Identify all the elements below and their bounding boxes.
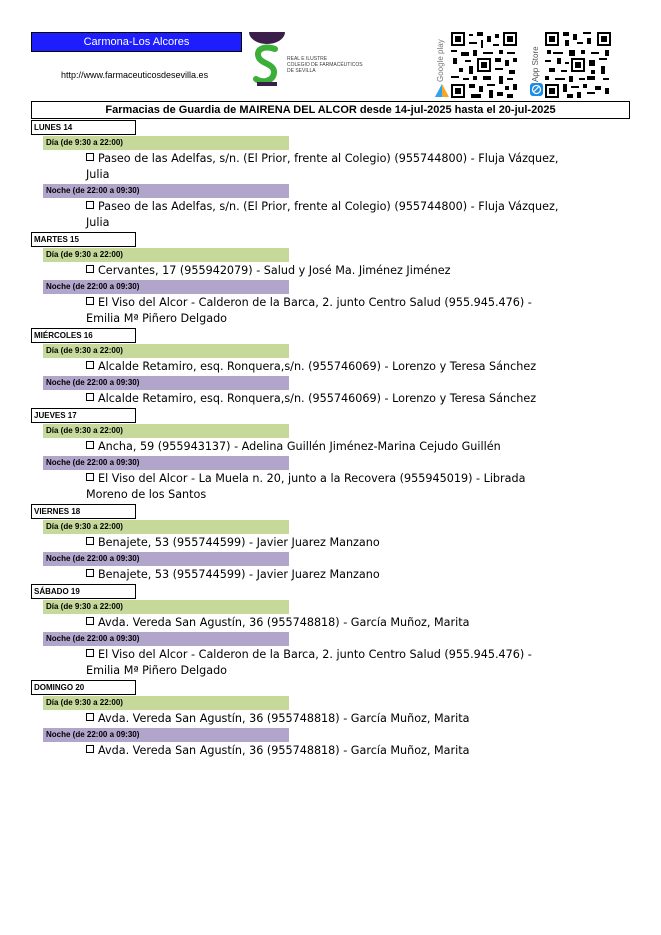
checkbox-icon [86,473,94,481]
day-label: VIERNES 18 [31,504,136,519]
pharmacy-entry: El Viso del Alcor - Calderon de la Barca… [86,296,532,325]
checkbox-icon [86,649,94,657]
day-block: SÁBADO 19 Día (de 9:30 a 22:00) Avda. Ve… [31,584,631,679]
checkbox-icon [86,745,94,753]
night-shift-label: Noche (de 22:00 a 09:30) [43,280,289,294]
checkbox-icon [86,617,94,625]
pharmacy-entry: Paseo de las Adelfas, s/n. (El Prior, fr… [86,152,559,181]
page-title: Farmacias de Guardia de MAIRENA DEL ALCO… [31,101,630,119]
night-shift-label: Noche (de 22:00 a 09:30) [43,728,289,742]
checkbox-icon [86,537,94,545]
day-block: MARTES 15 Día (de 9:30 a 22:00) Cervante… [31,232,631,327]
checkbox-icon [86,713,94,721]
zone-label: Carmona-Los Alcores [31,32,242,52]
day-shift-label: Día (de 9:30 a 22:00) [43,136,289,150]
pharmacy-entry: Avda. Vereda San Agustín, 36 (955748818)… [86,614,566,631]
google-play-label: Google play [436,39,445,82]
night-shift: Noche (de 22:00 a 09:30) El Viso del Alc… [43,456,631,503]
day-block: LUNES 14 Día (de 9:30 a 22:00) Paseo de … [31,120,631,231]
day-label: LUNES 14 [31,120,136,135]
pharmacy-entry: Cervantes, 17 (955942079) - Salud y José… [86,262,566,279]
website-link[interactable]: http://www.farmaceuticosdesevilla.es [61,70,209,80]
day-shift: Día (de 9:30 a 22:00) Ancha, 59 (9559431… [43,424,631,455]
night-shift: Noche (de 22:00 a 09:30) Benajete, 53 (9… [43,552,631,583]
pharmacy-entry: El Viso del Alcor - La Muela n. 20, junt… [86,472,526,501]
checkbox-icon [86,265,94,273]
pharmacy-entry: Alcalde Retamiro, esq. Ronquera,s/n. (95… [86,358,566,375]
checkbox-icon [86,153,94,161]
night-shift-label: Noche (de 22:00 a 09:30) [43,632,289,646]
day-shift-label: Día (de 9:30 a 22:00) [43,248,289,262]
day-shift: Día (de 9:30 a 22:00) Benajete, 53 (9557… [43,520,631,551]
night-shift: Noche (de 22:00 a 09:30) Alcalde Retamir… [43,376,631,407]
google-play-icon[interactable] [435,84,449,97]
app-store-qr-icon[interactable] [545,32,611,98]
night-shift-label: Noche (de 22:00 a 09:30) [43,184,289,198]
day-block: JUEVES 17 Día (de 9:30 a 22:00) Ancha, 5… [31,408,631,503]
college-logo-icon [249,32,285,86]
checkbox-icon [86,393,94,401]
night-shift: Noche (de 22:00 a 09:30) El Viso del Alc… [43,280,631,327]
day-label: DOMINGO 20 [31,680,136,695]
pharmacy-entry: Benajete, 53 (955744599) - Javier Juarez… [86,566,566,583]
day-shift: Día (de 9:30 a 22:00) Alcalde Retamiro, … [43,344,631,375]
day-label: JUEVES 17 [31,408,136,423]
day-label: MARTES 15 [31,232,136,247]
app-store-label: App Store [531,46,540,82]
pharmacy-entry: Alcalde Retamiro, esq. Ronquera,s/n. (95… [86,390,566,407]
google-play-qr-icon[interactable] [451,32,517,98]
day-block: MIÉRCOLES 16 Día (de 9:30 a 22:00) Alcal… [31,328,631,407]
day-block: VIERNES 18 Día (de 9:30 a 22:00) Benajet… [31,504,631,583]
day-shift-label: Día (de 9:30 a 22:00) [43,600,289,614]
checkbox-icon [86,361,94,369]
checkbox-icon [86,297,94,305]
pharmacy-entry: El Viso del Alcor - Calderon de la Barca… [86,648,532,677]
night-shift-label: Noche (de 22:00 a 09:30) [43,376,289,390]
night-shift: Noche (de 22:00 a 09:30) Paseo de las Ad… [43,184,631,231]
night-shift-label: Noche (de 22:00 a 09:30) [43,552,289,566]
duty-schedule: LUNES 14 Día (de 9:30 a 22:00) Paseo de … [31,119,631,759]
day-shift: Día (de 9:30 a 22:00) Cervantes, 17 (955… [43,248,631,279]
day-shift: Día (de 9:30 a 22:00) Avda. Vereda San A… [43,600,631,631]
night-shift: Noche (de 22:00 a 09:30) Avda. Vereda Sa… [43,728,631,759]
pharmacy-entry: Avda. Vereda San Agustín, 36 (955748818)… [86,710,566,727]
day-label: MIÉRCOLES 16 [31,328,136,343]
pharmacy-entry: Avda. Vereda San Agustín, 36 (955748818)… [86,742,566,759]
day-shift-label: Día (de 9:30 a 22:00) [43,696,289,710]
day-block: DOMINGO 20 Día (de 9:30 a 22:00) Avda. V… [31,680,631,759]
pharmacy-entry: Benajete, 53 (955744599) - Javier Juarez… [86,534,566,551]
checkbox-icon [86,201,94,209]
app-store-icon[interactable] [530,83,543,96]
day-shift-label: Día (de 9:30 a 22:00) [43,520,289,534]
night-shift: Noche (de 22:00 a 09:30) El Viso del Alc… [43,632,631,679]
day-shift-label: Día (de 9:30 a 22:00) [43,344,289,358]
college-logo-text: REAL E ILUSTRE COLEGIO DE FARMACÉUTICOS … [287,56,363,74]
day-shift: Día (de 9:30 a 22:00) Paseo de las Adelf… [43,136,631,183]
pharmacy-entry: Ancha, 59 (955943137) - Adelina Guillén … [86,438,566,455]
checkbox-icon [86,569,94,577]
day-label: SÁBADO 19 [31,584,136,599]
checkbox-icon [86,441,94,449]
day-shift: Día (de 9:30 a 22:00) Avda. Vereda San A… [43,696,631,727]
day-shift-label: Día (de 9:30 a 22:00) [43,424,289,438]
night-shift-label: Noche (de 22:00 a 09:30) [43,456,289,470]
pharmacy-entry: Paseo de las Adelfas, s/n. (El Prior, fr… [86,200,559,229]
